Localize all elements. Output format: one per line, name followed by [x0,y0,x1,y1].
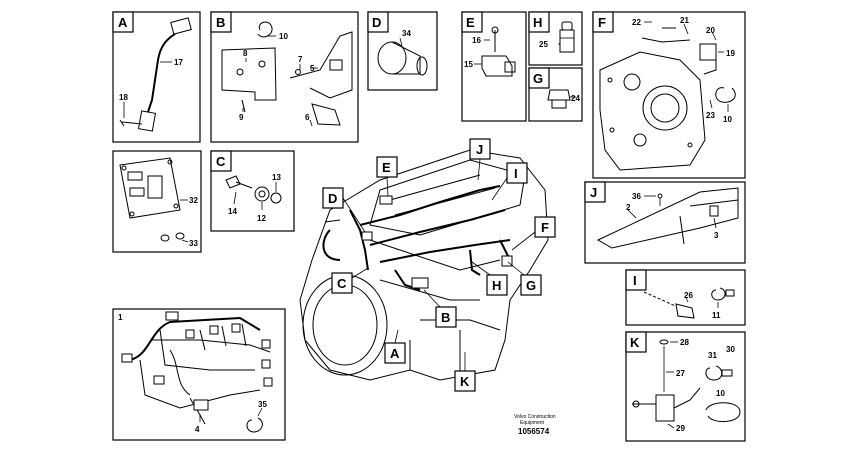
panel-i-letter: I [633,273,637,288]
callout-25: 25 [539,40,548,49]
callout-26: 26 [684,291,693,300]
panel-c: C 13 14 12 [210,150,295,232]
panel-k: K 28 27 31 30 10 29 [625,331,746,442]
callout-20: 20 [706,26,715,35]
callout-2: 2 [626,203,631,212]
engine-tag-d: D [328,191,337,206]
callout-21: 21 [680,16,689,25]
callout-19: 19 [726,49,735,58]
panel-k-letter: K [630,335,640,350]
engine-tag-j: J [476,142,483,157]
panel-d-letter: D [372,15,381,30]
panel-g: G 24 [528,67,583,122]
callout-24: 24 [571,94,580,103]
callout-31: 31 [708,351,717,360]
engine-tag-e: E [382,160,391,175]
panel-g-letter: G [533,71,543,86]
panel-e-letter: E [466,15,475,30]
callout-28: 28 [680,338,689,347]
panel-h: H 25 [528,11,583,66]
callout-34: 34 [402,29,411,38]
callout-9: 9 [239,113,244,122]
callout-8: 8 [243,49,248,58]
engine-tag-k: K [460,374,470,389]
callout-6: 6 [305,113,310,122]
panel-f: F 22 21 20 19 23 10 [592,11,746,179]
panel-h-letter: H [533,15,542,30]
panel-i: I 26 11 [625,269,746,326]
panel-j-letter: J [590,185,597,200]
callout-10-b: 10 [279,32,288,41]
callout-12: 12 [257,214,266,223]
engine-illustration [299,149,549,381]
credit-line-2: Equipment [520,420,545,426]
footer: Volvo Construction Equipment 1056574 [514,414,556,436]
panel-j: J 36 2 3 [584,181,746,264]
panel-f-letter: F [598,15,606,30]
callout-10-f: 10 [723,115,732,124]
callout-15: 15 [464,60,473,69]
callout-14: 14 [228,207,237,216]
panel-harness: 1 35 4 [112,308,286,441]
document-number: 1056574 [518,427,550,436]
callout-35: 35 [258,400,267,409]
callout-30: 30 [726,345,735,354]
callout-3: 3 [714,231,719,240]
callout-7: 7 [298,55,303,64]
engine-tag-i: I [514,166,518,181]
engine-tag-g: G [526,278,536,293]
panel-a: A 17 18 [112,11,201,143]
panel-c-letter: C [216,154,226,169]
callout-4: 4 [195,425,200,434]
callout-18: 18 [119,93,128,102]
engine-tag-c: C [337,276,347,291]
callout-33: 33 [189,239,198,248]
panel-b: B 10 8 7 5 9 6 [210,11,359,143]
callout-22: 22 [632,18,641,27]
engine-tag-a: A [390,346,400,361]
callout-16: 16 [472,36,481,45]
credit-line-1: Volvo Construction [514,414,556,420]
callout-10-k: 10 [716,389,725,398]
callout-13: 13 [272,173,281,182]
callout-17: 17 [174,58,183,67]
engine-callouts: E J I D F C H G B A K [322,138,556,392]
callout-11: 11 [712,311,721,320]
panel-ecu: 32 33 [112,150,202,253]
callout-36: 36 [632,192,641,201]
panel-d: D 34 [367,11,438,91]
callout-27: 27 [676,369,685,378]
callout-23: 23 [706,111,715,120]
panel-a-letter: A [118,15,128,30]
panel-e: E 16 15 [461,11,527,122]
callout-5: 5 [310,64,315,73]
callout-29: 29 [676,424,685,433]
engine-tag-f: F [541,220,549,235]
callout-1: 1 [118,313,123,322]
engine-tag-b: B [441,310,450,325]
callout-32: 32 [189,196,198,205]
engine-tag-h: H [492,278,501,293]
panel-b-letter: B [216,15,225,30]
